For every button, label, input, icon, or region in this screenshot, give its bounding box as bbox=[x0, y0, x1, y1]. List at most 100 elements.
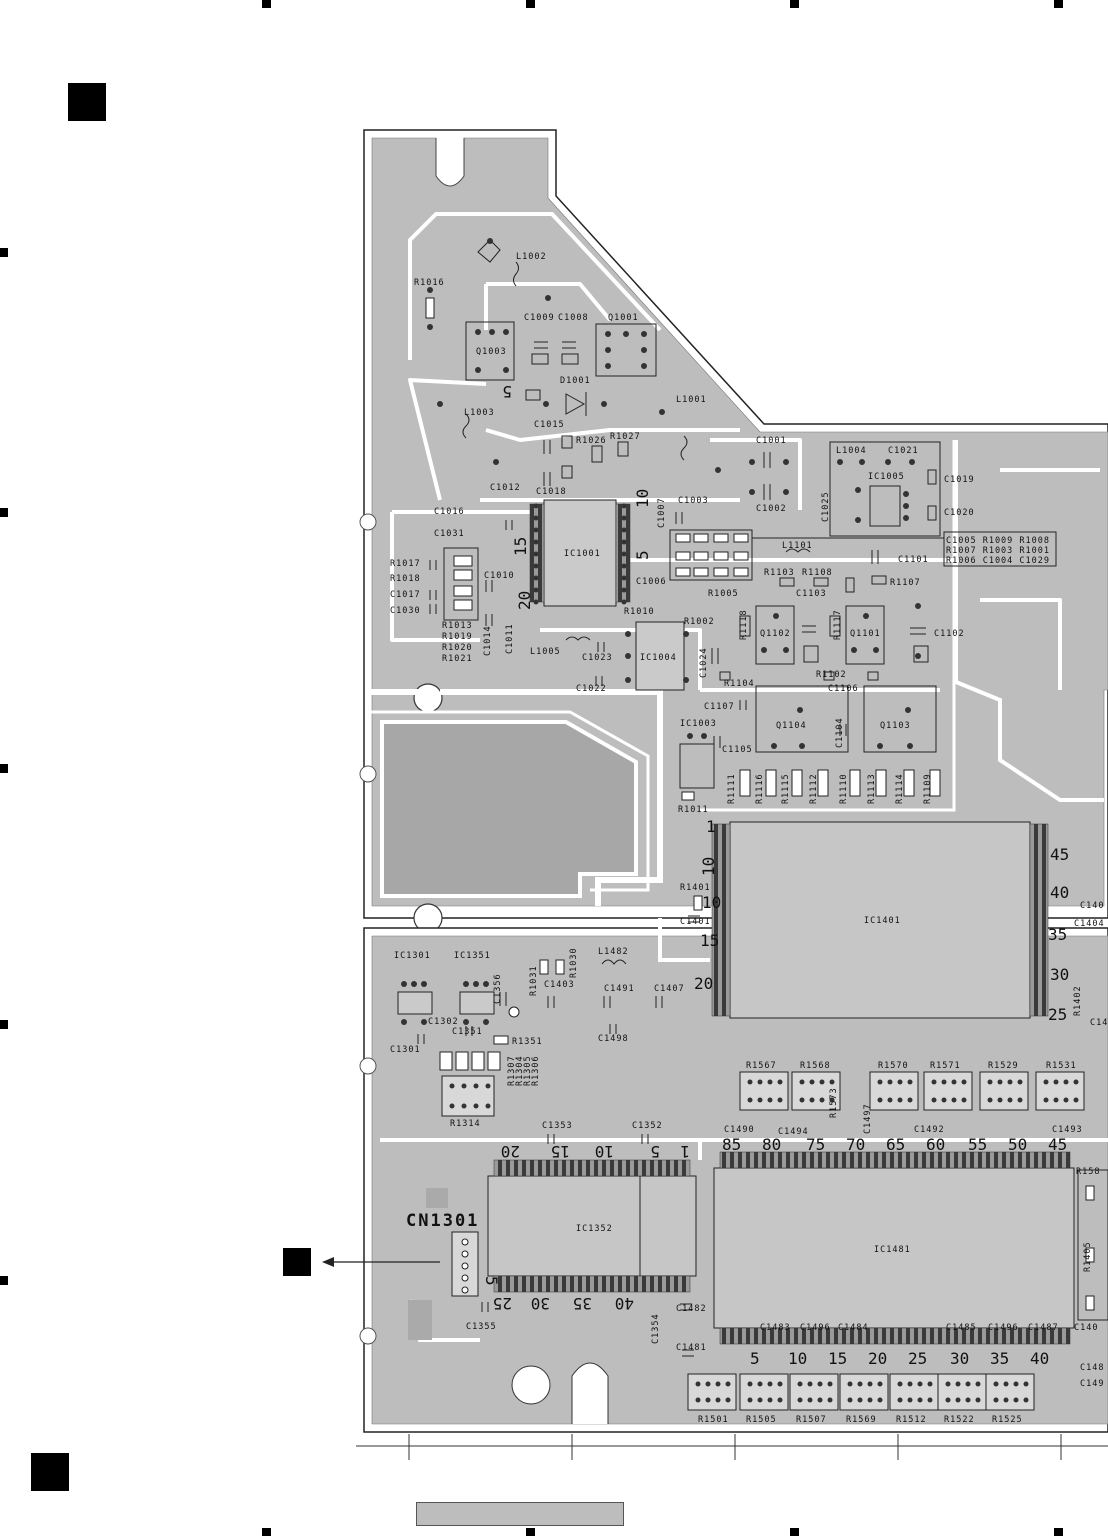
label-ic1351: IC1351 bbox=[454, 951, 491, 961]
label-c1015: C1015 bbox=[534, 420, 565, 430]
label-c1491: C1491 bbox=[604, 984, 635, 994]
label-r1570: R1570 bbox=[878, 1061, 909, 1071]
label-r1305: R1305 bbox=[523, 1055, 533, 1086]
label-c1014: C1014 bbox=[483, 625, 493, 656]
ic1352-body bbox=[487, 1175, 697, 1277]
label-ic1401: IC1401 bbox=[864, 916, 901, 926]
label-c1404: C1404 bbox=[1074, 919, 1105, 929]
label-c1482: C1482 bbox=[676, 1304, 707, 1314]
pin-ic1481-70: 70 bbox=[846, 1135, 865, 1154]
pin-ic1401-35: 35 bbox=[1048, 925, 1067, 944]
pin-ic1001-10: 10 bbox=[633, 489, 652, 508]
label-ic1001: IC1001 bbox=[564, 549, 601, 559]
label-r1306: R1306 bbox=[531, 1055, 541, 1086]
pin-ic1352-30: 30 bbox=[531, 1294, 550, 1313]
label-c1031: C1031 bbox=[434, 529, 465, 539]
label-r1112: R1112 bbox=[809, 773, 819, 804]
label-r1018: R1018 bbox=[390, 574, 421, 584]
label-r1110: R1110 bbox=[839, 773, 849, 804]
registration-mark-bottom-4 bbox=[1054, 1528, 1063, 1536]
pin-cn1301-5: 5 bbox=[482, 1276, 501, 1286]
label-r1103: R1103 bbox=[764, 568, 795, 578]
label-c1497: C1497 bbox=[863, 1103, 873, 1134]
label-c1490: C1490 bbox=[724, 1125, 755, 1135]
label-r1102: R1102 bbox=[816, 670, 847, 680]
label-c1104: C1104 bbox=[835, 717, 845, 748]
label-r1505: R1505 bbox=[746, 1415, 777, 1425]
pin-ic1401-45: 45 bbox=[1050, 845, 1069, 864]
label-r1107: R1107 bbox=[890, 578, 921, 588]
label-c1498: C1498 bbox=[598, 1034, 629, 1044]
pin-q1003-5: 5 bbox=[502, 382, 512, 401]
pin-ic1481-15: 15 bbox=[828, 1349, 847, 1368]
label-r1031: R1031 bbox=[529, 965, 539, 996]
label-c1485: C1485 bbox=[946, 1323, 977, 1333]
registration-mark-left-1 bbox=[0, 248, 8, 257]
pin-ic1352-20: 20 bbox=[501, 1142, 520, 1161]
label-c1011: C1011 bbox=[505, 623, 515, 654]
ic1481-body bbox=[713, 1167, 1075, 1329]
label-c1009: C1009 bbox=[524, 313, 555, 323]
corner-square-top-left bbox=[68, 83, 106, 121]
label-c1355: C1355 bbox=[466, 1322, 497, 1332]
label-r1010: R1010 bbox=[624, 607, 655, 617]
label-c1487: C1487 bbox=[1028, 1323, 1059, 1333]
pin-ic1481-50: 50 bbox=[1008, 1135, 1027, 1154]
registration-mark-bottom-3 bbox=[790, 1528, 799, 1536]
label-r1531: R1531 bbox=[1046, 1061, 1077, 1071]
pin-ic1401-1: 1 bbox=[706, 817, 716, 836]
label-r1108: R1108 bbox=[802, 568, 833, 578]
pin-ic1401-10: 10 bbox=[702, 893, 721, 912]
label-q1101: Q1101 bbox=[850, 629, 881, 639]
label-q1003: Q1003 bbox=[476, 347, 507, 357]
label-q1103: Q1103 bbox=[880, 721, 911, 731]
label-ic1005: IC1005 bbox=[868, 472, 905, 482]
label-ic1301: IC1301 bbox=[394, 951, 431, 961]
label-q1001: Q1001 bbox=[608, 313, 639, 323]
label-r1011: R1011 bbox=[678, 805, 709, 815]
pin-ic1401-15: 15 bbox=[700, 931, 719, 950]
label-r1351: R1351 bbox=[512, 1037, 543, 1047]
label-c1007: C1007 bbox=[657, 497, 667, 528]
label-r1525: R1525 bbox=[992, 1415, 1023, 1425]
label-c1023: C1023 bbox=[582, 653, 613, 663]
label-c1008: C1008 bbox=[558, 313, 589, 323]
label-c1010: C1010 bbox=[484, 571, 515, 581]
ground-pad-large bbox=[380, 720, 638, 898]
label-r1016: R1016 bbox=[414, 278, 445, 288]
label-c1012: C1012 bbox=[490, 483, 521, 493]
label-r1115: R1115 bbox=[781, 773, 791, 804]
label-r1571: R1571 bbox=[930, 1061, 961, 1071]
label-c1494: C1494 bbox=[778, 1127, 809, 1137]
label-c1107: C1107 bbox=[704, 702, 735, 712]
label-r1002: R1002 bbox=[684, 617, 715, 627]
label-r1109: R1109 bbox=[923, 773, 933, 804]
pin-ic1481-60: 60 bbox=[926, 1135, 945, 1154]
pin-ic1001-15: 15 bbox=[511, 537, 530, 556]
label-grid-1: C1005 R1009 R1008 bbox=[946, 536, 1050, 546]
pin-ic1401-40: 40 bbox=[1050, 883, 1069, 902]
label-c1493: C1493 bbox=[1052, 1125, 1083, 1135]
pin-ic1481-10: 10 bbox=[788, 1349, 807, 1368]
pin-ic1481-65: 65 bbox=[886, 1135, 905, 1154]
pin-ic1481-80: 80 bbox=[762, 1135, 781, 1154]
label-c1025: C1025 bbox=[821, 491, 831, 522]
label-r1401: R1401 bbox=[680, 883, 711, 893]
label-r1569: R1569 bbox=[846, 1415, 877, 1425]
label-c1030: C1030 bbox=[390, 606, 421, 616]
pin-ic1481-30: 30 bbox=[950, 1349, 969, 1368]
label-c1001: C1001 bbox=[756, 436, 787, 446]
label-c1403: C1403 bbox=[544, 980, 575, 990]
label-l1002: L1002 bbox=[516, 252, 547, 262]
pin-ic1481-20: 20 bbox=[868, 1349, 887, 1368]
pin-ic1001-5: 5 bbox=[633, 550, 652, 560]
label-c140x: C140 bbox=[1080, 901, 1104, 911]
label-c1017: C1017 bbox=[390, 590, 421, 600]
label-l1001: L1001 bbox=[676, 395, 707, 405]
label-ic1004: IC1004 bbox=[640, 653, 677, 663]
label-c1351: C1351 bbox=[452, 1027, 483, 1037]
label-c1019: C1019 bbox=[944, 475, 975, 485]
label-c1484: C1484 bbox=[838, 1323, 869, 1333]
ic1004-body bbox=[635, 621, 685, 691]
